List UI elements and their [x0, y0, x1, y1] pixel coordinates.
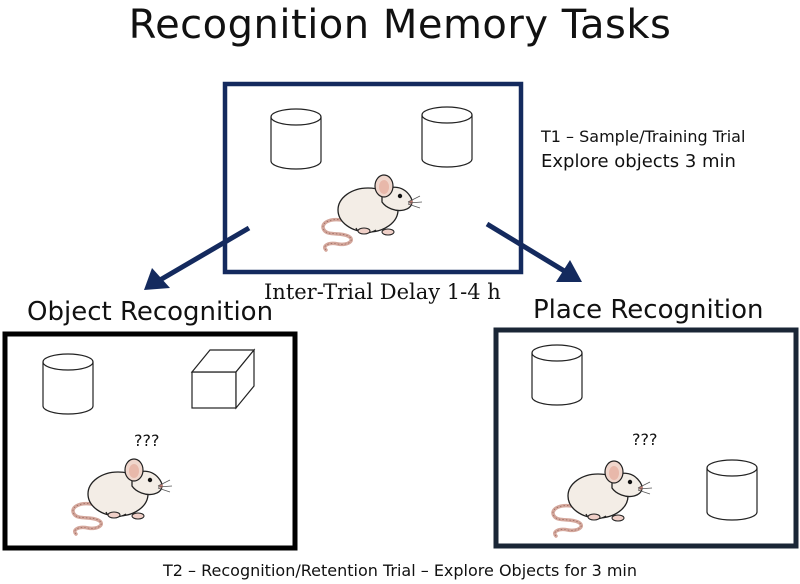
mouse-icon [321, 173, 424, 252]
object-recognition-question: ??? [134, 431, 160, 450]
cylinder-object [42, 353, 94, 415]
sample-trial-duration: Explore objects 3 min [541, 151, 736, 172]
object-recognition-arena [2, 331, 298, 551]
cylinder-object-stationary [531, 344, 583, 406]
cylinder-object-moved [706, 459, 758, 521]
place-recognition-heading: Place Recognition [533, 295, 764, 325]
arrow-to-place-recognition [485, 221, 582, 282]
sample-arena [222, 81, 524, 275]
place-recognition-arena [493, 327, 799, 549]
test-trial-label: T2 – Recognition/Retention Trial – Explo… [162, 561, 637, 580]
inter-trial-delay-label: Inter-Trial Delay 1-4 h [264, 280, 501, 304]
cylinder-object-left [270, 108, 322, 170]
cube-object [190, 348, 256, 410]
mouse-icon [71, 457, 174, 536]
mouse-icon [551, 459, 654, 538]
place-recognition-question: ??? [632, 430, 658, 449]
page-title: Recognition Memory Tasks [128, 2, 672, 48]
sample-trial-label: T1 – Sample/Training Trial [541, 127, 746, 146]
cylinder-object-right [421, 106, 473, 168]
object-recognition-heading: Object Recognition [27, 297, 274, 327]
arrow-to-object-recognition [144, 225, 251, 290]
